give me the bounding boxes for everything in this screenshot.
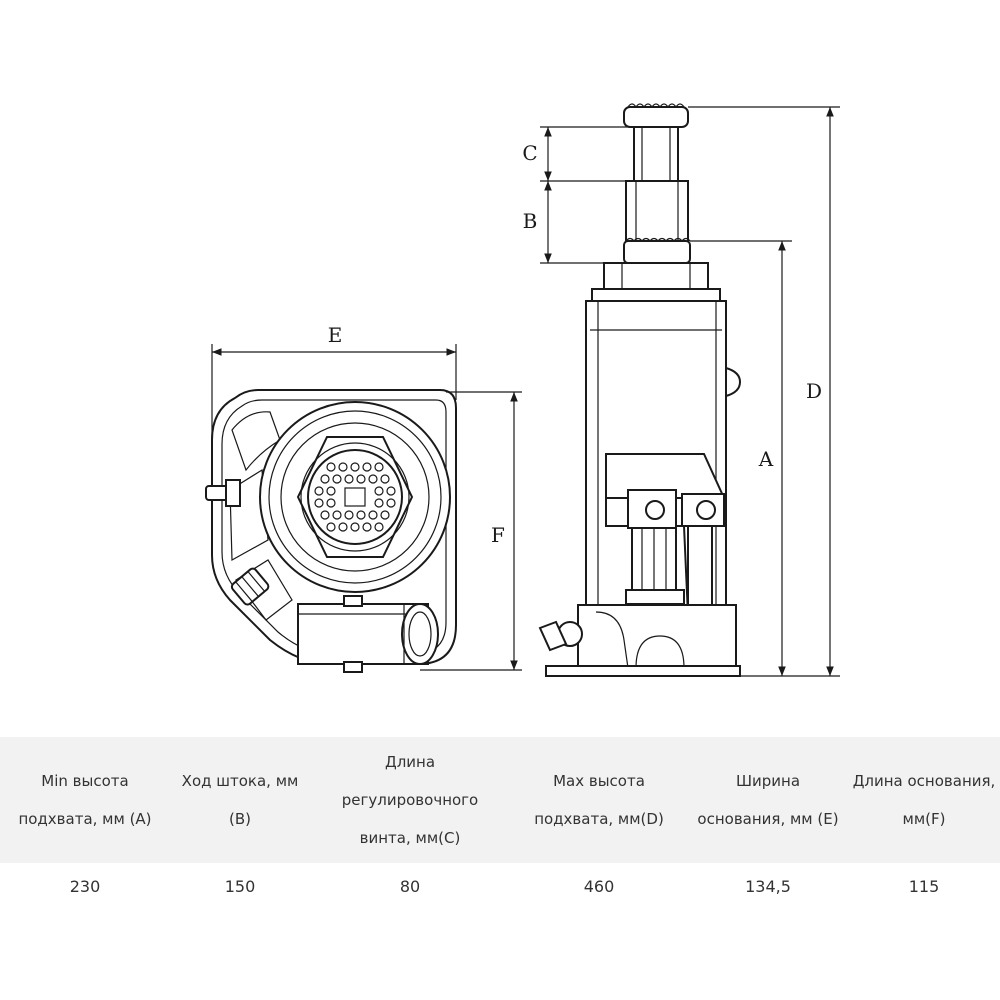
table-header-row: Min высота подхвата, мм (A) Ход штока, м… bbox=[0, 737, 1000, 863]
header-min-height: Min высота подхвата, мм (A) bbox=[0, 737, 170, 863]
dimension-d: D bbox=[688, 106, 840, 676]
dimension-f: F bbox=[420, 391, 522, 671]
dimension-a: A bbox=[690, 240, 840, 677]
value-base-width: 134,5 bbox=[745, 876, 791, 896]
table-row: 230 150 80 460 134,5 115 bbox=[0, 863, 1000, 909]
value-base-length: 115 bbox=[908, 876, 940, 896]
header-base-width: Ширина основания, мм (E) bbox=[688, 737, 848, 863]
value-stroke: 150 bbox=[224, 876, 256, 896]
label-d: D bbox=[806, 379, 822, 403]
header-stroke: Ход штока, мм (B) bbox=[170, 737, 310, 863]
saddle-knurl-pattern bbox=[314, 462, 396, 532]
label-f: F bbox=[491, 523, 505, 547]
label-b: B bbox=[523, 209, 538, 233]
jack-technical-drawing: E F bbox=[205, 103, 840, 677]
header-screw-length: Длина регулировочного винта, мм(C) bbox=[310, 737, 510, 863]
label-c: C bbox=[522, 141, 537, 165]
label-e: E bbox=[328, 323, 343, 347]
value-screw-length: 80 bbox=[399, 876, 421, 896]
dimension-b: B bbox=[523, 181, 624, 264]
dimension-e: E bbox=[211, 323, 457, 440]
header-max-height: Max высота подхвата, мм(D) bbox=[510, 737, 688, 863]
side-view bbox=[538, 103, 742, 677]
header-base-length: Длина основания, мм(F) bbox=[848, 737, 1000, 863]
value-min-height: 230 bbox=[69, 876, 101, 896]
value-max-height: 460 bbox=[583, 876, 615, 896]
specs-table: Min высота подхвата, мм (A) Ход штока, м… bbox=[0, 737, 1000, 909]
top-view bbox=[205, 389, 457, 673]
label-a: A bbox=[758, 447, 774, 471]
dimension-c: C bbox=[522, 126, 630, 182]
